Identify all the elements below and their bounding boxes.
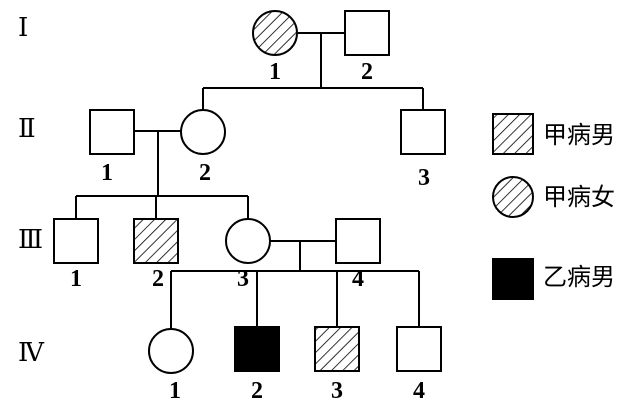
legend-label: 乙病男 (543, 263, 615, 291)
legend: 甲病男 甲病女 乙病男 (492, 113, 615, 300)
individual-ii-1: 1 (89, 109, 135, 186)
legend-item-disease-b-male: 乙病男 (492, 258, 615, 300)
individual-iv-3: 3 (314, 326, 360, 404)
individual-iii-2: 2 (133, 218, 179, 292)
affected-male-a-symbol (133, 218, 179, 264)
generation-label-iii: Ⅲ (18, 225, 43, 255)
affected-male-b-symbol (234, 326, 280, 372)
individual-number: 2 (361, 59, 373, 85)
individual-iii-3: 3 (225, 218, 271, 292)
individual-number: 3 (331, 378, 343, 404)
individual-ii-3: 3 (400, 109, 446, 191)
individual-number: 1 (169, 378, 181, 404)
individual-number: 4 (352, 266, 364, 292)
normal-female-symbol (180, 109, 226, 155)
individual-iv-1: 1 (148, 328, 194, 404)
legend-label: 甲病男 (543, 121, 615, 149)
individual-iv-4: 4 (396, 326, 442, 404)
legend-hatched-square-icon (492, 113, 534, 155)
individual-i-2: 2 (344, 10, 390, 85)
normal-male-symbol (89, 109, 135, 155)
normal-male-symbol (396, 326, 442, 372)
individual-number: 1 (101, 160, 113, 186)
generation-label-i: Ⅰ (18, 13, 28, 43)
individual-number: 1 (70, 266, 82, 292)
individual-number: 4 (413, 378, 425, 404)
legend-hatched-circle-icon (492, 176, 534, 218)
individual-iv-2: 2 (234, 326, 280, 404)
normal-male-symbol (400, 109, 446, 155)
normal-male-symbol (335, 218, 381, 264)
generation-label-ii: Ⅱ (18, 114, 36, 144)
individual-ii-2: 2 (180, 109, 226, 186)
generation-label-iv: Ⅳ (18, 338, 45, 368)
affected-male-a-symbol (314, 326, 360, 372)
individual-number: 2 (199, 160, 211, 186)
affected-female-a-symbol (252, 10, 298, 56)
normal-female-symbol (148, 328, 194, 374)
individual-number: 3 (237, 266, 249, 292)
legend-item-disease-a-female: 甲病女 (492, 176, 615, 218)
individual-i-1: 1 (252, 10, 298, 85)
individual-number: 2 (152, 266, 164, 292)
legend-filled-square-icon (492, 258, 534, 300)
individual-number: 2 (251, 378, 263, 404)
legend-item-disease-a-male: 甲病男 (492, 113, 615, 155)
normal-male-symbol (344, 10, 390, 56)
normal-male-symbol (53, 218, 99, 264)
normal-female-symbol (225, 218, 271, 264)
individual-number: 3 (418, 165, 430, 191)
individual-number: 1 (269, 59, 281, 85)
pedigree-lines (75, 32, 424, 330)
individual-iii-1: 1 (53, 218, 99, 292)
individual-iii-4: 4 (335, 218, 381, 292)
legend-label: 甲病女 (543, 183, 615, 211)
